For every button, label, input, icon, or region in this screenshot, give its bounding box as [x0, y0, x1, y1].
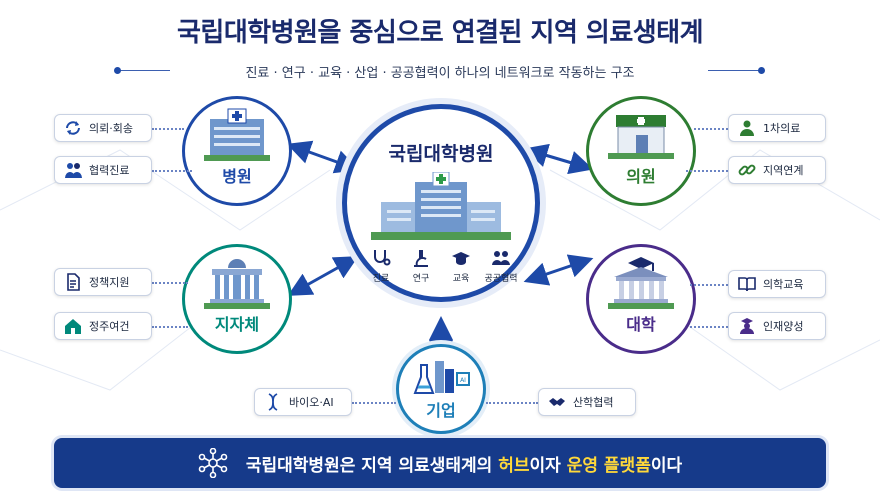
arrow-clinic-hub: [523, 143, 594, 175]
tag-living-conditions: 정주여건: [54, 312, 152, 340]
dna-icon: [263, 392, 283, 412]
graduate-icon: [737, 316, 757, 336]
arrow-univ-hub: [523, 254, 594, 286]
tag-industry-academia: 산학협력: [538, 388, 636, 416]
service-education: 교육: [442, 248, 480, 284]
dots-univ-1: [690, 284, 728, 286]
university-icon: [608, 257, 674, 309]
network-icon: [198, 448, 228, 478]
page-subtitle: 진료 · 연구 · 교육 · 산업 · 공공협력이 하나의 네트워크로 작동하는…: [245, 66, 635, 81]
clinic-building-icon: [608, 115, 674, 159]
node-clinic: 의원: [586, 96, 696, 206]
tag-talent-development: 인재양성: [728, 312, 826, 340]
tag-regional-link: 지역연계: [728, 156, 826, 184]
banner-text-3: 이다: [650, 455, 683, 476]
banner-highlight-hub: 허브: [498, 455, 530, 476]
tag-collab-care: 협력진료: [54, 156, 152, 184]
banner-text-2: 이자: [529, 455, 567, 476]
hub-services: 진료 연구 교육 공공협력: [362, 248, 520, 284]
people-group-icon: [492, 251, 510, 265]
link-icon: [737, 160, 757, 180]
dots-gov-1: [152, 282, 188, 284]
hub-circle: 국립대학병원 진료 연구 교육 공공협력: [342, 104, 540, 302]
dots-hospital-1: [152, 128, 184, 130]
tag-medical-education: 의학교육: [728, 270, 826, 298]
hospital-label: 병원: [222, 167, 252, 186]
dots-hospital-2: [152, 170, 192, 172]
subtitle-line-left: [118, 70, 170, 71]
banner-text-1: 국립대학병원은 지역 의료생태계의: [245, 455, 499, 476]
svg-text:AI: AI: [460, 377, 466, 384]
tag-referral: 의뢰·회송: [54, 114, 152, 142]
corporation-label: 기업: [426, 401, 456, 420]
hub-building-icon: [371, 172, 511, 240]
refresh-icon: [63, 118, 83, 138]
service-treatment: 진료: [362, 248, 400, 284]
city-hall-icon: [204, 259, 270, 309]
tag-policy-support: 정책지원: [54, 268, 152, 296]
stethoscope-icon: [374, 250, 391, 266]
dots-univ-2: [690, 326, 728, 328]
microscope-icon: [414, 250, 428, 267]
dots-clinic-2: [686, 170, 728, 172]
handshake-icon: [547, 392, 567, 412]
node-university: 대학: [586, 244, 696, 354]
subtitle-dot-right: [758, 67, 765, 74]
hospital-building-icon: [204, 108, 270, 161]
clinic-label: 의원: [626, 167, 656, 186]
university-label: 대학: [626, 315, 656, 334]
banner-highlight-platform: 운영 플랫폼: [566, 455, 651, 476]
subtitle-dot-left: [114, 67, 121, 74]
tag-primary-care: 1차의료: [728, 114, 826, 142]
tag-bio-ai: 바이오·AI: [254, 388, 352, 416]
arrow-gov-hub: [287, 256, 359, 296]
arrow-hospital-hub: [286, 140, 360, 174]
house-icon: [63, 316, 83, 336]
graduation-cap-icon: [452, 252, 470, 265]
node-hospital: 병원: [182, 96, 292, 206]
industry-lab-icon: AI: [413, 361, 470, 394]
document-icon: [63, 272, 83, 292]
page-title: 국립대학병원을 중심으로 연결된 지역 의료생태계: [176, 18, 704, 48]
dots-corp-1: [352, 402, 396, 404]
dots-corp-2: [486, 402, 538, 404]
hub-name: 국립대학병원: [388, 143, 494, 165]
subtitle-line-right: [708, 70, 760, 71]
node-government: 지자체: [182, 244, 292, 354]
dots-gov-2: [152, 326, 188, 328]
doctors-icon: [63, 160, 83, 180]
dots-clinic-1: [694, 128, 728, 130]
government-label: 지자체: [214, 315, 260, 334]
service-public: 공공협력: [482, 248, 520, 284]
doctor-icon: [737, 118, 757, 138]
node-corporation: AI 기업: [396, 344, 486, 434]
book-icon: [737, 274, 757, 294]
service-research: 연구: [402, 248, 440, 284]
